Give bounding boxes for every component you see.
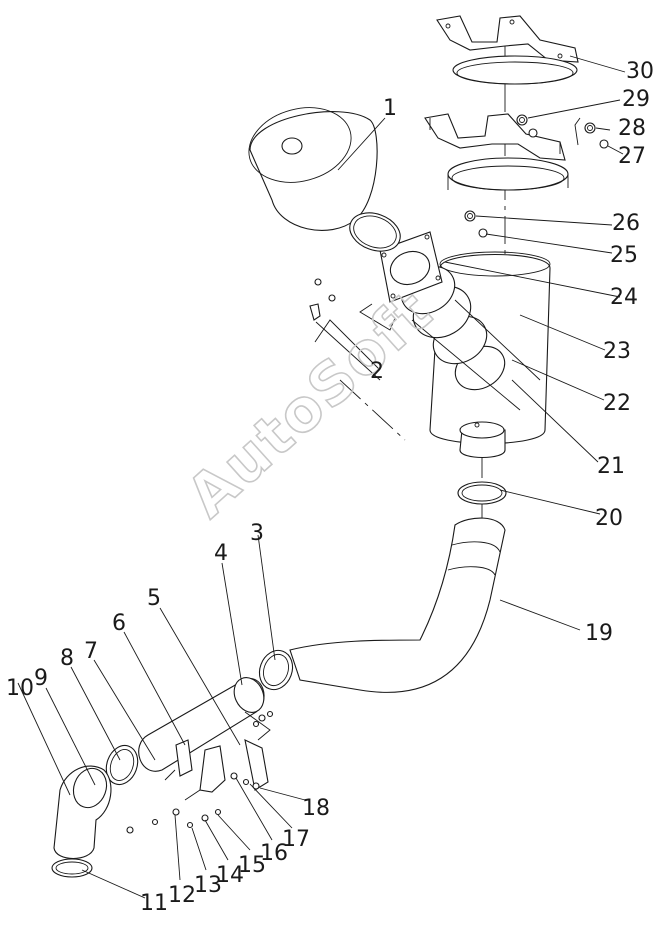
callout-16: 16 — [260, 841, 288, 866]
callout-20: 20 — [595, 506, 623, 531]
bent-hose — [289, 517, 506, 693]
callout-30: 30 — [626, 59, 654, 84]
callout-1: 1 — [383, 96, 397, 121]
callout-17: 17 — [282, 827, 310, 852]
callout-6: 6 — [112, 611, 126, 636]
callout-15: 15 — [238, 853, 266, 878]
upper-bracket — [436, 15, 579, 85]
fasteners-upper — [464, 114, 609, 238]
callout-22: 22 — [603, 391, 631, 416]
callout-4: 4 — [214, 541, 228, 566]
intake-pipe — [138, 677, 265, 772]
callout-26: 26 — [612, 211, 640, 236]
outlet-clamp — [457, 481, 507, 505]
elbow-inlet — [53, 765, 112, 860]
callout-13: 13 — [194, 873, 222, 898]
callout-10: 10 — [6, 676, 34, 701]
lower-clamp — [258, 649, 294, 691]
callout-3: 3 — [250, 521, 264, 546]
callout-27: 27 — [618, 144, 646, 169]
small-bolts — [309, 278, 381, 381]
callout-2: 2 — [370, 359, 384, 384]
callout-28: 28 — [618, 116, 646, 141]
precleaner-cap — [248, 107, 401, 252]
small-hardware-lower — [126, 710, 274, 834]
connector-clamp — [105, 744, 139, 786]
lower-bracket — [424, 113, 569, 191]
watermark-text: AutoSoft — [174, 276, 446, 530]
callout-5: 5 — [147, 586, 161, 611]
support-brackets — [164, 711, 271, 801]
callout-14: 14 — [216, 863, 244, 888]
callout-labels: 1 2 3 4 5 6 7 8 9 10 11 12 13 14 15 16 1… — [6, 59, 654, 916]
callout-24: 24 — [610, 285, 638, 310]
callout-7: 7 — [84, 639, 98, 664]
callout-12: 12 — [168, 883, 196, 908]
callout-18: 18 — [302, 796, 330, 821]
callout-11: 11 — [140, 891, 168, 916]
callout-25: 25 — [610, 243, 638, 268]
callout-19: 19 — [585, 621, 613, 646]
callout-9: 9 — [34, 666, 48, 691]
mounting-flange — [359, 231, 443, 331]
callout-8: 8 — [60, 646, 74, 671]
leader-lines — [17, 55, 626, 899]
center-line-inlet — [339, 379, 406, 441]
callout-23: 23 — [603, 339, 631, 364]
inlet-hose — [400, 265, 541, 411]
callout-21: 21 — [597, 454, 625, 479]
callout-29: 29 — [622, 87, 650, 112]
elbow-clamp — [51, 858, 93, 878]
